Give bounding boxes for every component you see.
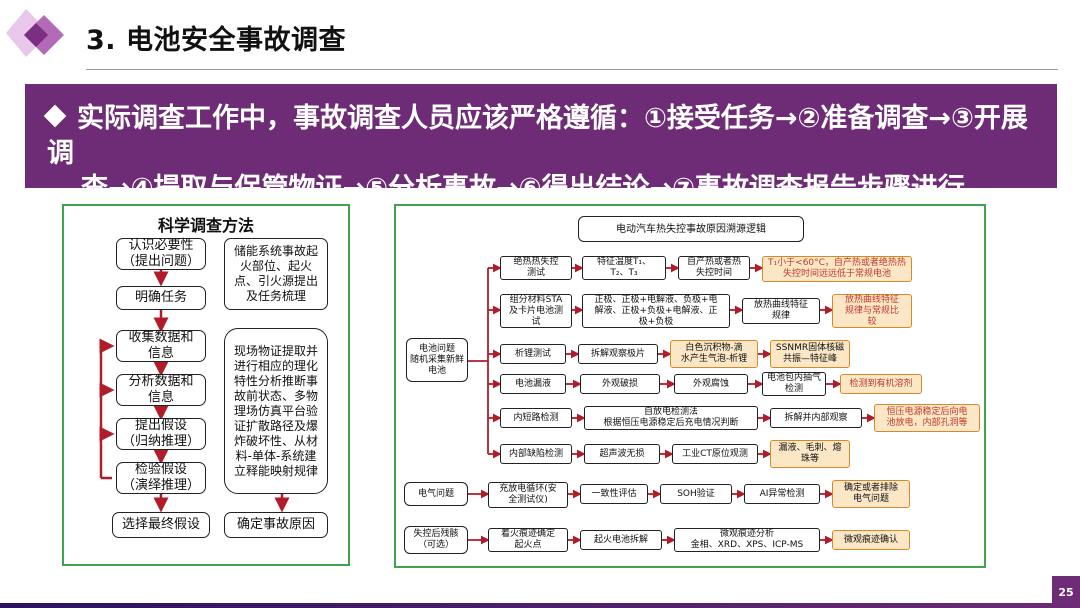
electrical-issue-box: 电气问题 xyxy=(404,482,468,506)
row5-test: 内短路检测 xyxy=(500,408,572,428)
method-note-top: 储能系统事故起火部位、起火点、引火源提出及任务梳理 xyxy=(224,238,328,310)
row2-curve: 放热曲线特征 规律 xyxy=(742,298,820,324)
method-step-7: 选择最终假设 xyxy=(112,512,210,538)
scientific-method-panel: 科学调查方法 认识必要性 （提出问题） 明确任务 收集数据和 信息 分析数据和 … xyxy=(62,204,350,566)
row2-materials: 正极、正极+电解液、负极+电 解液、正极+负极+电解液、正 极+负极 xyxy=(582,294,730,328)
method-final: 确定事故原因 xyxy=(224,512,328,538)
row1-test: 绝热热失控 测试 xyxy=(500,256,572,280)
row5-selfdischarge: 自放电检测法 根据恒压电源稳定后充电情况判断 xyxy=(584,406,758,430)
method-step-2: 明确任务 xyxy=(116,286,206,310)
method-arrows xyxy=(99,270,290,513)
banner-line-1: 实际调查工作中，事故调查人员应该严格遵循：①接受任务→②准备调查→③开展调 xyxy=(47,103,1028,169)
debris-result: 微观痕迹确认 xyxy=(832,530,910,550)
row4-gas: 电池包内抽气 检测 xyxy=(762,372,826,396)
electrical-cycle: 充放电循环(安 全测试仪) xyxy=(488,482,568,508)
row4-corrosion: 外观腐蚀 xyxy=(674,374,748,394)
row3-result: SSNMR固体核磁 共振—特征峰 xyxy=(770,340,850,368)
row6-ultrasound: 超声波无损 xyxy=(584,444,660,464)
footer-bar xyxy=(0,603,1080,608)
row2-result: 放热曲线特征 规律与常规比 较 xyxy=(832,294,912,328)
diamond-bullet-icon xyxy=(43,104,67,128)
banner-line-2: 查→④提取与保管物证→⑤分析事故→⑥得出结论→⑦事故调查报告步骤进行 xyxy=(81,173,965,204)
title-divider xyxy=(86,69,1058,70)
method-step-5: 提出假设 （归纳推理） xyxy=(116,418,206,450)
debris-disassemble: 起火电池拆解 xyxy=(580,530,662,550)
row3-test: 析锂测试 xyxy=(500,344,566,364)
row1-temp: 特征温度T₁、 T₂、T₃ xyxy=(582,256,666,280)
row3-disassemble: 拆解观察极片 xyxy=(578,344,658,364)
row6-test: 内部缺陷检测 xyxy=(500,444,572,464)
battery-issue-box: 电池问题 随机采集新鲜 电池 xyxy=(406,338,468,382)
row4-test: 电池漏液 xyxy=(500,374,566,394)
debris-micro-analysis: 微观痕迹分析 金相、XRD、XPS、ICP-MS xyxy=(674,528,820,552)
row1-time: 自产热或者热 失控时间 xyxy=(678,256,750,280)
row6-result: 漏液、毛刺、熔 珠等 xyxy=(770,440,850,468)
summary-banner: 实际调查工作中，事故调查人员应该严格遵循：①接受任务→②准备调查→③开展调 查→… xyxy=(25,84,1057,204)
electrical-soh: SOH验证 xyxy=(660,484,732,504)
row1-result: T₁小于<60°C，自产热或者绝热热 失控时间远远低于常规电池 xyxy=(762,256,912,282)
row5-inspect: 拆解并内部观察 xyxy=(770,408,862,428)
row3-observe: 白色沉积物-滴 水产生气泡-析锂 xyxy=(670,340,758,368)
method-step-3: 收集数据和 信息 xyxy=(116,330,206,362)
electrical-ai: AI异常检测 xyxy=(744,484,820,504)
page-number: 25 xyxy=(1052,576,1080,608)
debris-fire-origin: 着火痕迹确定 起火点 xyxy=(488,528,568,552)
debris-box: 失控后残骸 （可选） xyxy=(404,526,468,554)
row4-result: 检测到有机溶剂 xyxy=(840,374,922,394)
page-title: 3. 电池安全事故调查 xyxy=(86,25,346,56)
row2-test: 组分材料STA 及卡片电池测 试 xyxy=(500,294,572,328)
method-step-1: 认识必要性 （提出问题） xyxy=(116,238,206,270)
company-logo xyxy=(6,9,64,57)
panel-title: 科学调查方法 xyxy=(157,216,254,235)
electrical-consistency: 一致性评估 xyxy=(580,484,648,504)
method-step-6: 检验假设 （演绎推理） xyxy=(116,462,206,494)
flow-title-box: 电动汽车热失控事故原因溯源逻辑 xyxy=(578,216,804,242)
row4-damage: 外观破损 xyxy=(580,374,660,394)
electrical-result: 确定或者排除 电气问题 xyxy=(832,480,910,508)
method-step-4: 分析数据和 信息 xyxy=(116,374,206,406)
root-cause-panel: 电动汽车热失控事故原因溯源逻辑 电池问题 随机采集新鲜 电池 绝热热失控 测试 … xyxy=(394,204,986,568)
row5-result: 恒压电源稳定后向电 池放电，内部孔洞等 xyxy=(874,404,980,432)
row6-ct: 工业CT原位观测 xyxy=(672,444,758,464)
flow-connectors xyxy=(468,263,876,545)
method-note-bottom: 现场物证提取并进行相应的理化特性分析推断事故前状态、多物理场仿真平台验证扩散路径… xyxy=(224,328,328,494)
